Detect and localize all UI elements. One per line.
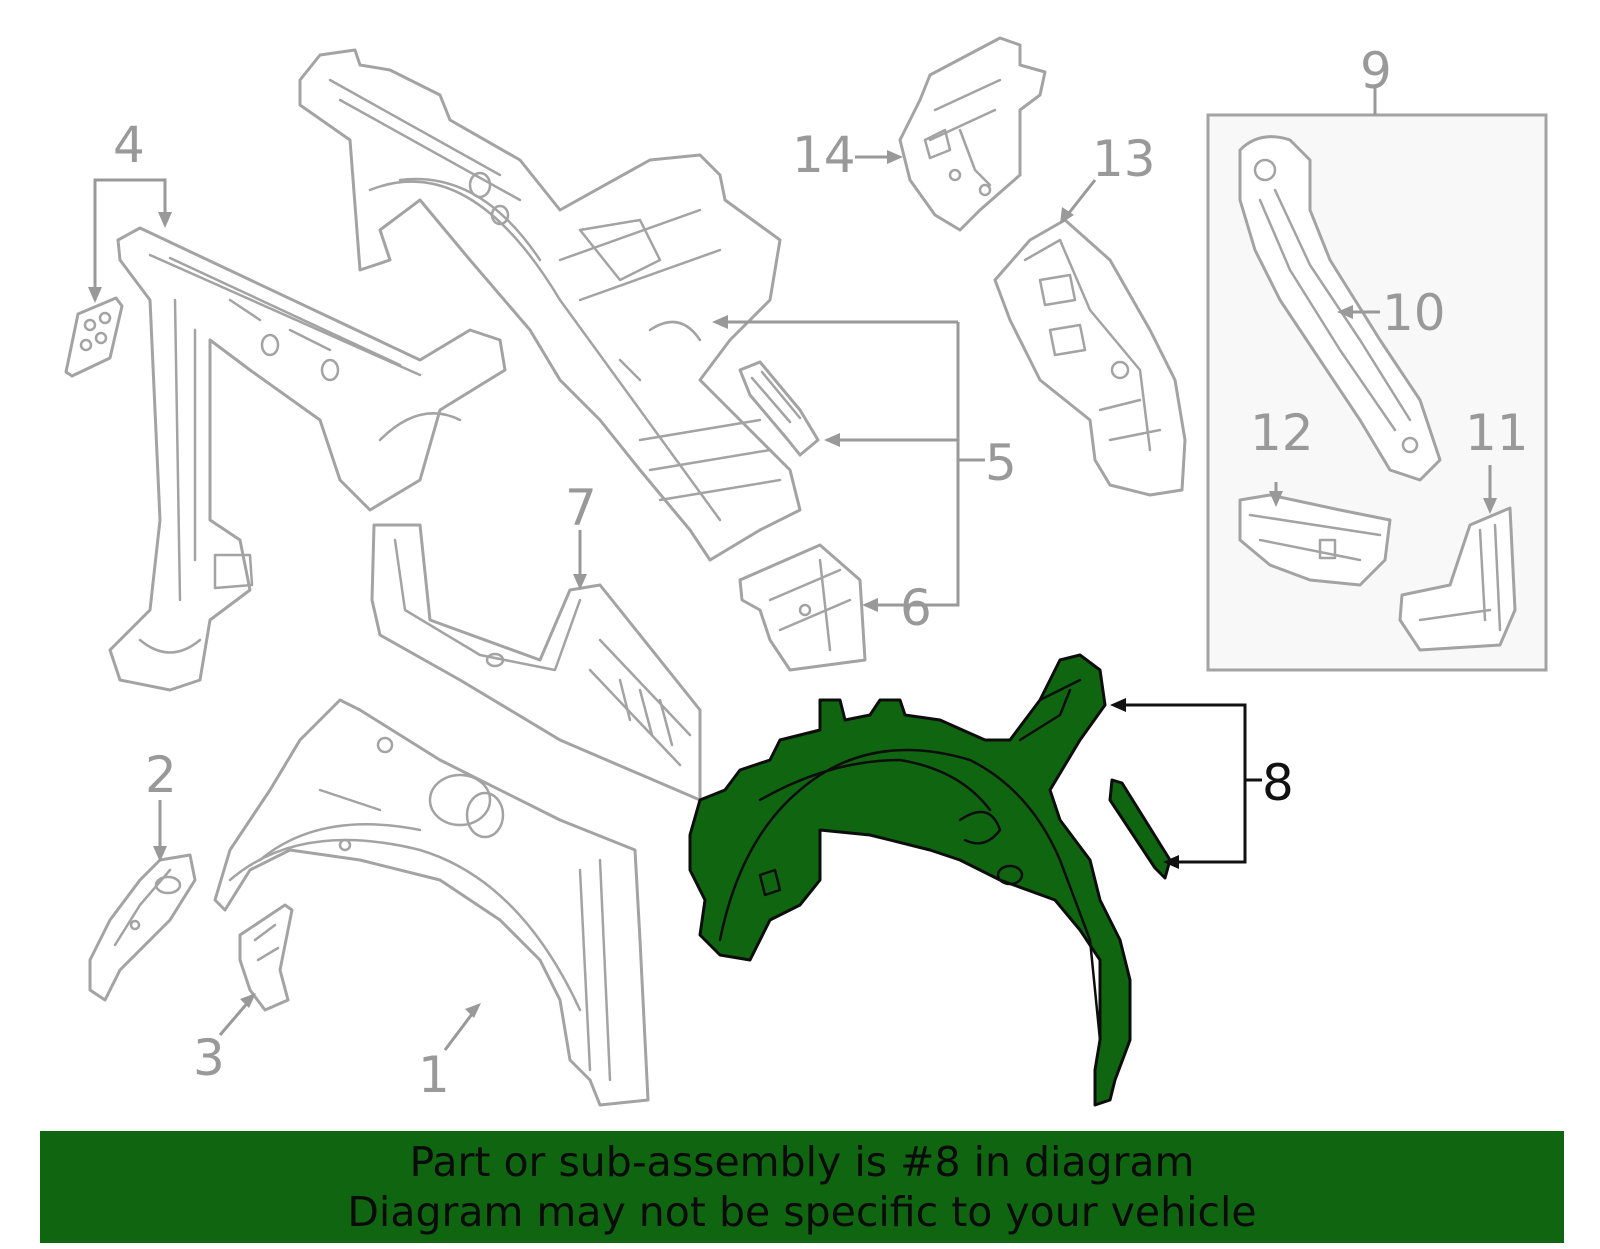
part-5-bracket[interactable] [738, 360, 820, 457]
callout-1: 1 [418, 1046, 450, 1104]
callout-9: 9 [1360, 42, 1392, 100]
part-10[interactable] [1238, 135, 1442, 482]
banner-line-2: Diagram may not be specific to your vehi… [347, 1188, 1257, 1236]
info-banner: Part or sub-assembly is #8 in diagram Di… [40, 1131, 1564, 1243]
part-11[interactable] [1398, 506, 1517, 652]
part-8-highlighted[interactable] [688, 653, 1132, 1107]
arrowheads [88, 150, 1497, 1018]
part-2[interactable] [88, 853, 197, 1002]
callout-4: 4 [113, 116, 145, 174]
callout-12: 12 [1250, 404, 1314, 462]
callout-6: 6 [900, 579, 932, 637]
banner-line-1: Part or sub-assembly is #8 in diagram [409, 1138, 1195, 1186]
callout-8: 8 [1262, 754, 1294, 812]
callout-3: 3 [193, 1029, 225, 1087]
part-6[interactable] [738, 543, 867, 672]
leader-lines [93, 85, 1492, 1051]
callout-5: 5 [985, 434, 1017, 492]
part-8-strip[interactable] [1108, 778, 1172, 880]
callout-14: 14 [792, 126, 856, 184]
part-4-plate[interactable] [64, 296, 124, 378]
part-7[interactable] [370, 523, 702, 802]
part-1-wheelhouse[interactable] [213, 698, 650, 1107]
callout-11: 11 [1465, 404, 1529, 462]
callout-13: 13 [1092, 130, 1156, 188]
callout-7: 7 [565, 479, 597, 537]
part-12[interactable] [1238, 493, 1392, 587]
part-5-panel[interactable] [298, 48, 802, 562]
part-3[interactable] [238, 903, 294, 1012]
callout-2: 2 [145, 746, 177, 804]
part-13[interactable] [993, 218, 1187, 497]
part-14[interactable] [898, 36, 1047, 232]
part-4-pillar[interactable] [108, 226, 507, 692]
callout-10: 10 [1382, 284, 1446, 342]
